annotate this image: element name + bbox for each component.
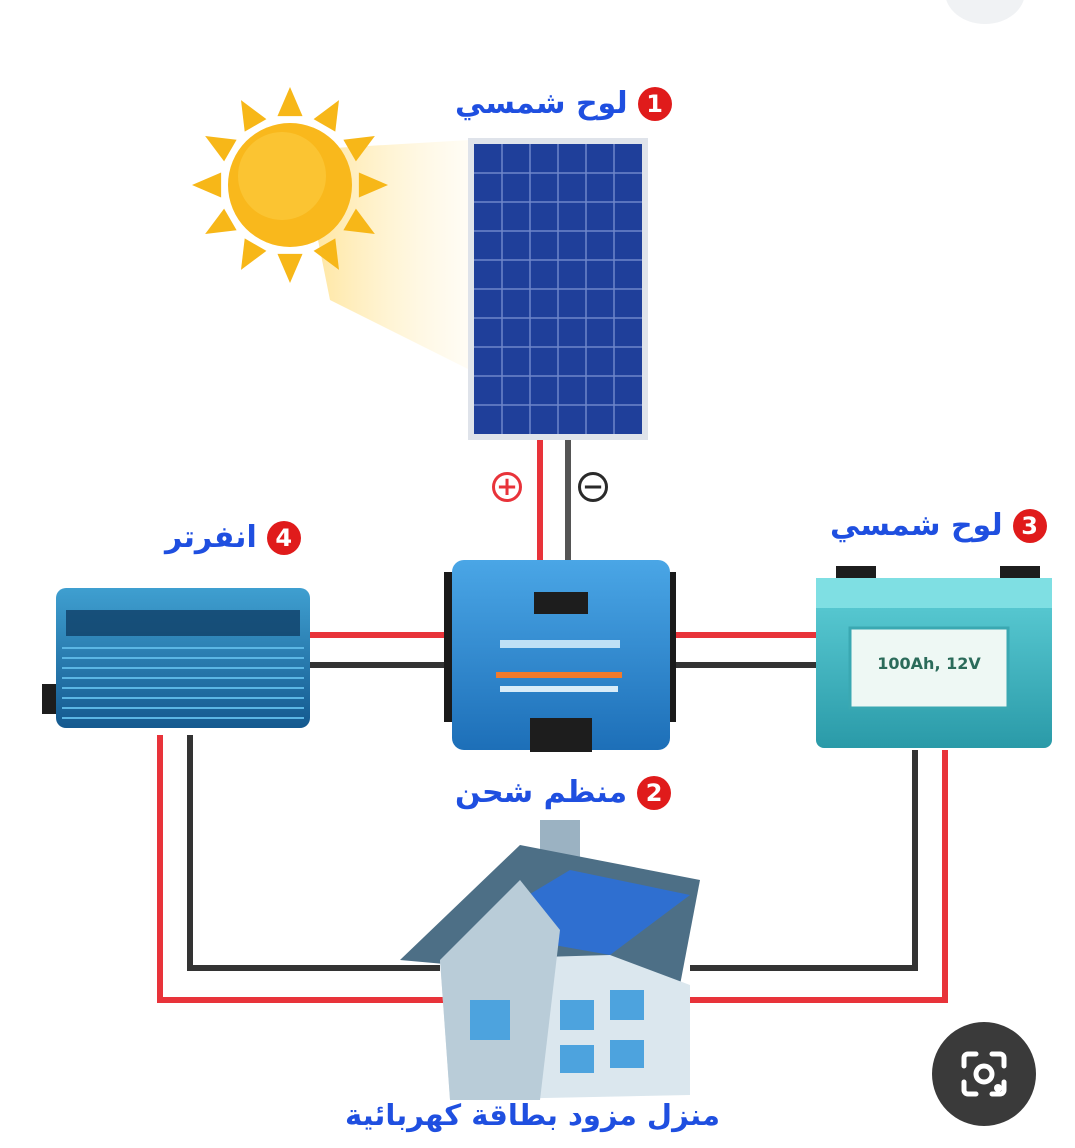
negative-symbol: − [582,472,604,502]
battery [816,566,1052,748]
lens-button[interactable] [932,1022,1036,1126]
charge-controller [444,560,676,752]
solar-panel [468,138,648,440]
sun-icon [192,87,388,283]
house-icon [400,820,700,1100]
label-charge-controller-text: منظم شحن [455,775,628,810]
wires [157,440,948,1003]
badge-3: 3 [1012,508,1047,543]
badge-4: 4 [266,520,301,555]
badge-2: 2 [637,775,672,810]
label-inverter-text: انفرتر [165,520,257,555]
negative-terminal: − [578,472,608,502]
positive-terminal: + [492,472,522,502]
badge-1: 1 [637,86,672,121]
positive-symbol: + [496,472,518,502]
label-solar-panel: 1 لوح شمسي [455,86,672,121]
label-inverter: 4 انفرتر [165,520,301,555]
label-charge-controller: 2 منظم شحن [455,775,672,810]
inverter [42,588,310,728]
label-battery-text: لوح شمسي [830,508,1003,543]
label-house: منزل مزود بطاقة كهربائية [345,1098,720,1132]
battery-rating: 100Ah, 12V [877,654,981,673]
label-solar-panel-text: لوح شمسي [455,86,628,121]
google-lens-icon [961,1051,1007,1097]
label-house-text: منزل مزود بطاقة كهربائية [345,1098,720,1132]
label-battery: 3 لوح شمسي [830,508,1047,543]
